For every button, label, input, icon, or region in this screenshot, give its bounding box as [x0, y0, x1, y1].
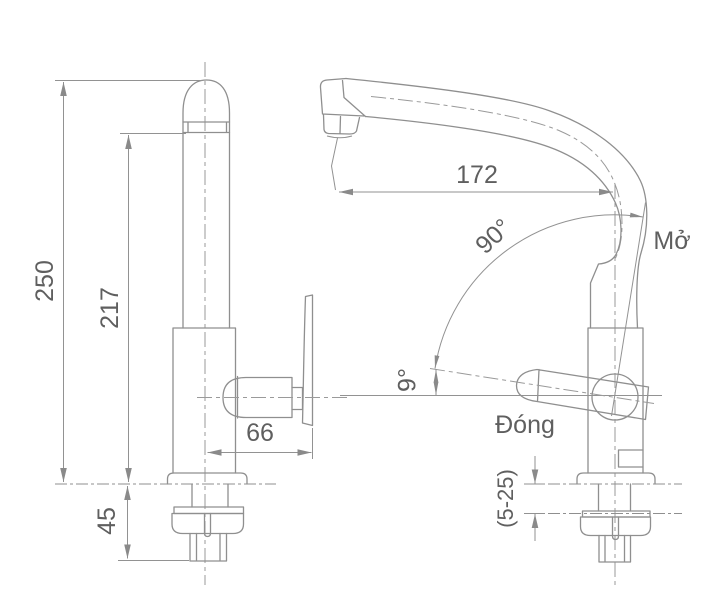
front-view-dimensions: 250 217 45 66 [31, 80, 313, 561]
ext-line-spout-tip [330, 137, 338, 191]
dim-below-counter-label: 45 [93, 507, 121, 535]
dim-counter-thickness-label: (5-25) [493, 469, 518, 528]
closed-handle-axis [429, 368, 655, 404]
swing-arc-arrow-lower [434, 355, 440, 369]
side-view: 172 90° Mở 9° Đóng (5-25) [319, 77, 691, 585]
dim-spout-base-height-label: 217 [96, 287, 124, 329]
dim-spout-reach-label: 172 [456, 161, 498, 189]
dim-handle-reach-label: 66 [246, 419, 274, 447]
dim-9deg-arrow-down [433, 382, 439, 395]
dim-handle-angle-label: 9° [393, 368, 421, 392]
front-view-outline [55, 62, 349, 585]
open-position-line [611, 202, 646, 417]
open-position-label: Mở [653, 227, 690, 255]
front-view: 250 217 45 66 [31, 62, 349, 585]
closed-position-label: Đóng [495, 411, 555, 439]
swing-arc-90 [434, 214, 644, 369]
body-detail-plate [617, 449, 644, 468]
dim-total-height-label: 250 [31, 260, 59, 302]
spout-centerline [370, 96, 623, 260]
swing-arc-arrow-upper [629, 212, 643, 218]
handle-pivot-boss [591, 373, 639, 421]
side-view-dimensions: 172 90° Mở 9° Đóng (5-25) [330, 137, 691, 541]
dim-swivel-angle-label: 90° [470, 213, 517, 259]
dim-9deg-arrow-up [433, 369, 439, 383]
